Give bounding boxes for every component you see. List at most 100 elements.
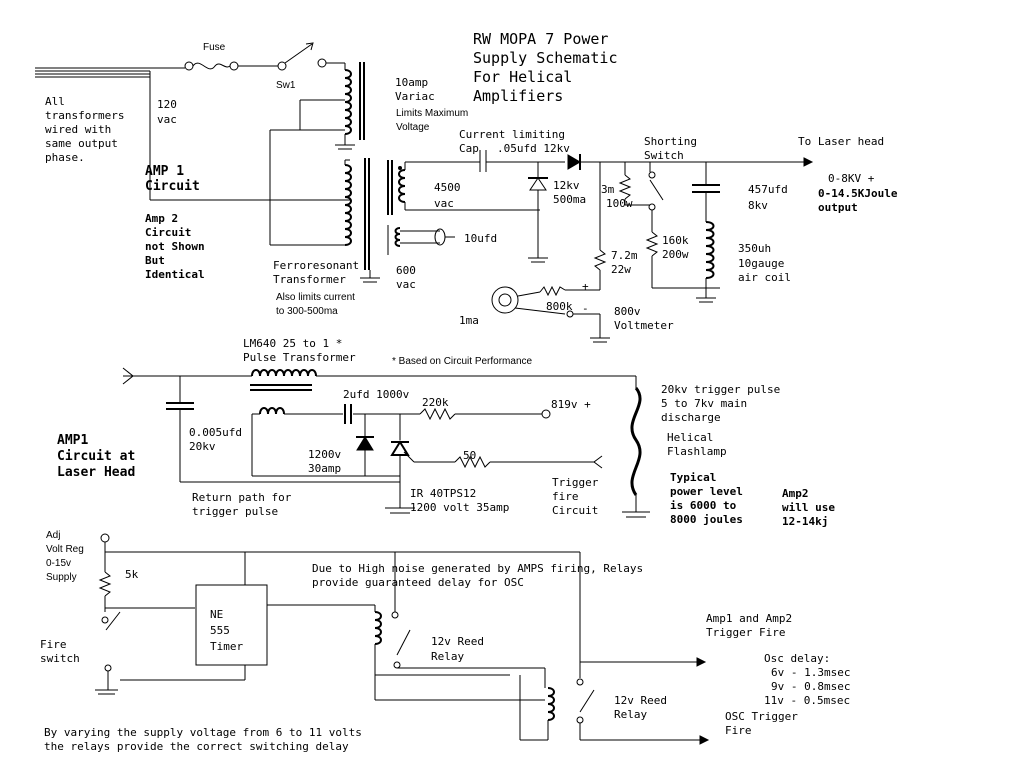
bleeder-resistor-3m (618, 162, 650, 206)
current-limiting-label: Current limiting (459, 128, 565, 141)
reed-relay-1-label: 12v Reed (431, 635, 484, 648)
timer-label: Timer (210, 640, 243, 653)
trigger-fire-label: Circuit (552, 504, 598, 517)
amp2-note: not Shown (145, 240, 205, 253)
osc-delay-row: 6v - 1.3msec (771, 666, 850, 679)
variac-limit-label: Limits Maximum (396, 108, 468, 119)
amp2-use-note: will use (782, 501, 835, 514)
title-line-3: For Helical (473, 68, 572, 86)
variac-limit-label: Voltage (396, 122, 430, 133)
osc-delay-row: 11v - 0.5msec (764, 694, 850, 707)
trigger-pulse-label: 20kv trigger pulse (661, 383, 780, 396)
adj-reg-label: Adj (46, 530, 60, 541)
ferro-vac-label: vac (396, 278, 416, 291)
title-line-1: RW MOPA 7 Power (473, 30, 608, 48)
variac-transformer (299, 62, 365, 150)
diode-rating-label: 500ma (553, 193, 586, 206)
coil-label: air coil (738, 271, 791, 284)
meter-plus-label: + (582, 280, 589, 293)
trigger-labels: LM640 25 to 1 * Pulse Transformer * Base… (57, 337, 835, 528)
air-coil-350uh (696, 221, 716, 303)
pulse-transformer-lm640 (250, 369, 636, 415)
cap-10ufd-label: 10ufd (464, 232, 497, 245)
power-level-note: 8000 joules (670, 513, 743, 526)
trigger-input (122, 367, 400, 483)
timing-labels: Adj Volt Reg 0-15v Supply 5k NE 555 Time… (40, 530, 850, 753)
transformer-note: All (45, 95, 65, 108)
res-7m-label: 22w (611, 263, 631, 276)
coil-label: 350uh (738, 242, 771, 255)
output-label: output (818, 201, 858, 214)
fire-switch-label: Fire (40, 638, 67, 651)
varying-note: By varying the supply voltage from 6 to … (44, 726, 362, 739)
trigger-pulse-label: discharge (661, 411, 721, 424)
power-level-note: power level (670, 485, 743, 498)
return-path-label: trigger pulse (192, 505, 278, 518)
helical-flashlamp (622, 376, 650, 518)
amp1-laser-head-heading: Circuit at (57, 449, 135, 464)
resistor-160k (645, 231, 720, 289)
supply-labels: Fuse Sw1 120 vac All transformers wired … (45, 42, 898, 332)
ferro-label: Ferroresonant (273, 259, 359, 272)
scr-rating-label: 30amp (308, 462, 341, 475)
voltmeter-circuit (491, 285, 610, 343)
power-level-note: Typical (670, 471, 716, 484)
transformer-note: phase. (45, 151, 85, 164)
adj-reg-label: Supply (46, 572, 77, 583)
fire-switch-label: switch (40, 652, 80, 665)
scr-part-label: 1200 volt 35amp (410, 501, 509, 514)
flashlamp-label: Flashlamp (667, 445, 727, 458)
sw1-label: Sw1 (276, 80, 296, 91)
adj-reg-label: 0-15v (46, 558, 71, 569)
to-laser-head-label: To Laser head (798, 135, 884, 148)
amp1-laser-head-heading: AMP1 (57, 433, 88, 448)
ferro-label: Transformer (273, 273, 346, 286)
shorting-switch-label: Shorting (644, 135, 697, 148)
output-label: 0-14.5KJoule (818, 187, 898, 200)
flashlamp-label: Helical (667, 431, 713, 444)
osc-trigger-label: OSC Trigger (725, 710, 798, 723)
scr-40tps12 (385, 414, 603, 514)
transformer-note: same output (45, 137, 118, 150)
adj-reg-label: Volt Reg (46, 544, 84, 555)
hv-secondary-label: 4500 (434, 181, 461, 194)
amp2-note: Amp 2 (145, 212, 178, 225)
amp-trigger-label: Trigger Fire (706, 626, 785, 639)
transformer-note: transformers (45, 109, 124, 122)
trigger-fire-label: Trigger (552, 476, 599, 489)
transformer-note: wired with (45, 123, 111, 136)
noise-note: Due to High noise generated by AMPS firi… (312, 562, 643, 575)
coil-label: 10gauge (738, 257, 784, 270)
osc-delay-row: 9v - 0.8msec (771, 680, 850, 693)
resistor-7m (565, 162, 607, 291)
ferro-limit-label: Also limits current (276, 292, 355, 303)
return-path-label: Return path for (192, 491, 292, 504)
scr-rating-label: 1200v (308, 448, 341, 461)
res-7m-label: 7.2m (611, 249, 638, 262)
sw1-switch (277, 42, 345, 71)
ferro-limit-label: to 300-500ma (276, 306, 338, 317)
fire-switch-symbol (95, 611, 121, 695)
res-160k-label: 160k (662, 234, 689, 247)
res-220k-label: 220k (422, 396, 449, 409)
protection-diode (356, 414, 374, 476)
osc-delay-title: Osc delay: (764, 652, 830, 665)
res-50-label: 50 (463, 449, 476, 462)
mains-label: vac (157, 113, 177, 126)
reed-relay-2 (519, 657, 710, 745)
res-5k-label: 5k (125, 568, 139, 581)
mains-wiring (35, 67, 350, 201)
amp1-laser-head-heading: Laser Head (57, 465, 135, 480)
ferroresonant-transformer (269, 129, 380, 283)
cap-value-label: .05ufd 12kv (497, 142, 570, 155)
title-line-2: Supply Schematic (473, 49, 618, 67)
res-800k-label: 800k (546, 300, 573, 313)
voltmeter-label: Voltmeter (614, 319, 674, 332)
amp1-heading: AMP 1 (145, 164, 184, 179)
shorting-switch (648, 162, 664, 232)
reed-relay-1 (374, 605, 545, 701)
meter-1ma-label: 1ma (459, 314, 479, 327)
cap-0005-label: 20kv (189, 440, 216, 453)
